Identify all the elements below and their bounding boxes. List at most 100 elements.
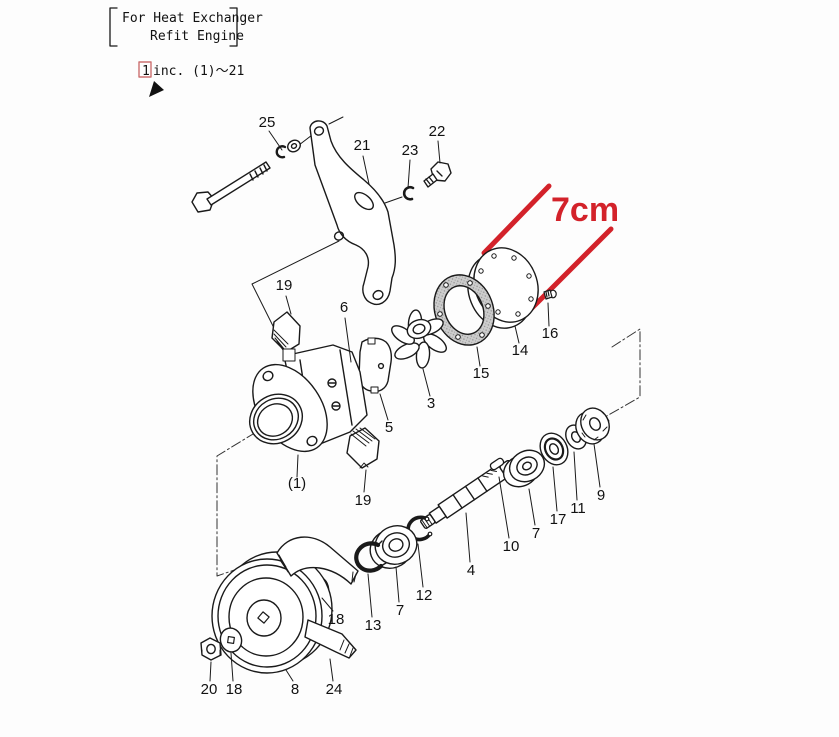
gasket-15 [433,274,495,346]
bearing-7-right [502,449,546,488]
leader-line-7 [528,488,536,526]
part-label-17: 17 [550,511,567,528]
leader-line-18 [321,597,334,612]
pump-bore [249,393,303,445]
part-label-9: 9 [597,487,605,504]
leader-line-19 [285,295,292,315]
part-label-19: 19 [276,277,293,294]
wedge-19-lower [346,427,380,469]
bolt-25 [191,139,301,213]
header-line1: For Heat Exchanger [122,11,263,26]
note-text: inc. (1)～21 [153,64,244,79]
leader-line-16 [547,302,550,327]
note-pointer-triangle [149,81,164,97]
part-label-(1): (1) [288,475,306,492]
boundary-left [216,422,272,577]
key-10 [489,457,505,471]
part-label-11: 11 [570,500,586,517]
seal-17 [539,432,569,466]
leader-line-11 [573,451,578,501]
leader-line-15 [476,346,481,367]
leader-line-23 [407,159,411,189]
bearing-7-left [369,525,418,569]
part-label-18: 18 [226,681,243,698]
header-line2: Refit Engine [150,29,244,44]
cam-5 [358,337,393,394]
part-label-4: 4 [467,562,475,579]
leader-line-6 [344,317,352,363]
part-label-8: 8 [291,681,299,698]
part-label-5: 5 [385,419,393,436]
leader-line-20 [209,661,212,682]
washer-18-left [219,627,243,653]
lock-washer-23 [402,186,415,201]
part-label-7: 7 [396,602,404,619]
leader-line-13 [367,573,373,618]
part-label-15: 15 [473,365,490,382]
lock-washer-25 [275,145,287,159]
flat-washer-25 [287,139,301,153]
nut-20 [200,637,222,661]
part-label-25: 25 [259,114,276,131]
leader-line-10 [498,476,510,539]
impeller-3 [391,309,447,369]
wedge-19-upper [271,311,301,353]
reference-lines [251,116,403,333]
part-label-10: 10 [503,538,520,555]
note-box-number: 1 [142,64,150,79]
right-bracket [229,7,238,47]
part-label-3: 3 [427,395,435,412]
leader-line-3 [422,368,431,397]
part-label-6: 6 [340,299,348,316]
pump-body-1 [249,344,368,453]
leader-line-4 [465,512,471,563]
part-label-14: 14 [512,342,529,359]
dimension-label: 7cm [551,191,619,229]
leader-line-14 [514,325,520,344]
part-label-16: 16 [542,325,559,342]
bracket-hole-bottom [372,289,384,301]
bracket-slot [354,191,374,211]
boundary-right [604,328,641,418]
leader-line-(1) [296,454,299,478]
leader-line-5 [379,393,389,421]
leader-line-25 [268,130,283,151]
circlip-13 [354,540,387,573]
part-label-23: 23 [402,142,419,159]
part-label-18: 18 [328,611,345,628]
part-label-12: 12 [416,587,433,604]
pulley-8 [211,551,333,674]
leader-line-7 [395,566,400,603]
inclusion-note: 1 inc. (1)～21 [138,61,244,97]
dimension-annotation: 7cm [481,183,619,317]
note-number-box [138,61,152,78]
header-note-box: For Heat Exchanger Refit Engine [109,7,263,47]
leader-line-17 [552,466,558,512]
part-label-19: 19 [355,492,372,509]
seal-9 [575,407,610,445]
leader-line-21 [362,155,370,185]
leader-line-9 [593,443,601,488]
part-label-13: 13 [365,617,382,634]
part-label-7: 7 [532,525,540,542]
leader-line-8 [285,669,294,682]
screw-16 [543,289,557,300]
bracket-21 [309,120,397,306]
part-label-21: 21 [354,137,371,154]
left-bracket [109,7,118,47]
bracket-hole-top [313,126,325,136]
v-belt-24 [276,536,359,659]
part-label-22: 22 [429,123,446,140]
leader-line-12 [417,543,424,588]
part-label-24: 24 [326,681,343,698]
part-label-20: 20 [201,681,218,698]
bolt-22 [423,161,452,188]
leader-line-18 [230,652,234,682]
assembly-boundary [216,328,641,577]
leader-line-24 [329,658,334,682]
bracket-hole-mid [333,231,345,241]
leader-line-19 [363,469,367,493]
